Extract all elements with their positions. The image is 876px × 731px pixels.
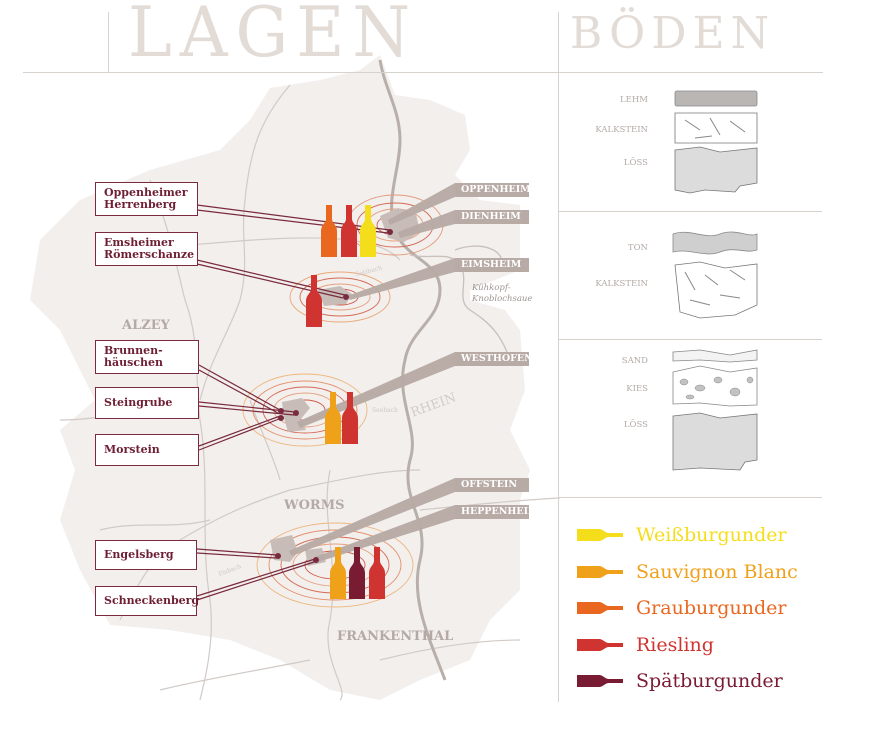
legend-item-grauburgunder: Grauburgunder	[574, 596, 786, 620]
soil-group-1	[674, 90, 758, 194]
legend-item-spaetburgunder: Spätburgunder	[574, 669, 783, 693]
soil-label-loess: LÖSS	[623, 420, 648, 430]
legend-label: Grauburgunder	[636, 597, 787, 619]
soil-sand-icon	[672, 349, 758, 363]
soil-label-sand: SAND	[621, 356, 648, 366]
nature-reserve-label: Kühkopf- Knoblochsaue	[472, 283, 533, 304]
soil-label-lehm: LEHM	[620, 95, 648, 105]
lage-oppenheimer-herrenberg: Oppenheimer Herrenberg	[95, 182, 198, 216]
soil-divider-2	[558, 339, 822, 340]
dot-schneckenberg	[313, 557, 319, 563]
bottles-oppenheim	[321, 205, 376, 257]
soil-ton-icon	[672, 231, 758, 255]
lagen-heading: LAGEN	[128, 0, 419, 73]
lage-schneckenberg: Schneckenberg	[95, 586, 199, 616]
soil-label-ton: TON	[627, 243, 648, 253]
city-worms: WORMS	[284, 498, 345, 513]
legend-label: Sauvignon Blanc	[636, 561, 798, 583]
soil-label-kalkstein: KALKSTEIN	[595, 279, 648, 289]
soil-divider-3	[558, 497, 822, 498]
legend-label: Riesling	[636, 634, 714, 656]
soil-label-kies: KIES	[626, 384, 648, 394]
lage-steingrube: Steingrube	[95, 387, 199, 419]
river-rhein	[378, 59, 447, 681]
center-divider	[558, 12, 559, 702]
dot-brunnenhaeuschen	[278, 408, 284, 414]
lage-brunnenhaeuschen: Brunnen- häuschen	[95, 340, 199, 374]
boeden-heading: BÖDEN	[570, 8, 776, 59]
dot-emsheimer-roemerschanze	[343, 294, 349, 300]
stream-seebach: Seebach	[372, 407, 398, 414]
legend-item-weissburgunder: Weißburgunder	[574, 523, 787, 547]
soil-kies-icon	[672, 365, 758, 407]
dot-engelsberg	[275, 553, 281, 559]
village-tag-eimsheim: EIMSHEIM	[455, 258, 529, 272]
lage-dots	[275, 229, 393, 563]
soil-lehm-icon	[674, 90, 758, 107]
legend-label: Weißburgunder	[636, 524, 787, 546]
leader-lines	[196, 204, 391, 601]
soil-label-loess: LÖSS	[623, 158, 648, 168]
legend-label: Spätburgunder	[636, 670, 783, 692]
dot-steingrube	[293, 410, 299, 416]
village-tag-offstein: OFFSTEIN	[455, 478, 529, 492]
bottles-worms	[330, 547, 385, 599]
city-frankenthal: FRANKENTHAL	[337, 629, 454, 644]
soil-divider-1	[558, 211, 822, 212]
village-tag-oppenheim: OPPENHEIM	[455, 183, 531, 197]
lage-emsheimer-roemerschanze: Emsheimer Römerschanze	[95, 232, 198, 266]
village-tag-dienheim: DIENHEIM	[455, 210, 529, 224]
legend-item-riesling: Riesling	[574, 633, 714, 657]
left-divider	[108, 12, 109, 72]
soil-loess-icon	[672, 412, 758, 471]
village-tag-westhofen: WESTHOFEN	[455, 352, 533, 366]
city-alzey: ALZEY	[122, 318, 170, 333]
header-divider	[23, 72, 823, 73]
soil-kalkstein-icon	[674, 261, 758, 319]
soil-group-2	[672, 231, 758, 319]
soil-group-3	[672, 349, 758, 471]
lage-morstein: Morstein	[95, 434, 199, 466]
contour-worms	[256, 522, 414, 608]
lage-engelsberg: Engelsberg	[95, 540, 197, 570]
village-tag-heppenheim: HEPPENHEIM	[455, 505, 539, 519]
soil-label-kalkstein: KALKSTEIN	[595, 125, 648, 135]
dot-oppenheimer-herrenberg	[387, 229, 393, 235]
legend-item-sauvignon-blanc: Sauvignon Blanc	[574, 560, 798, 584]
soil-loess-icon	[674, 146, 758, 194]
dot-morstein	[278, 415, 284, 421]
